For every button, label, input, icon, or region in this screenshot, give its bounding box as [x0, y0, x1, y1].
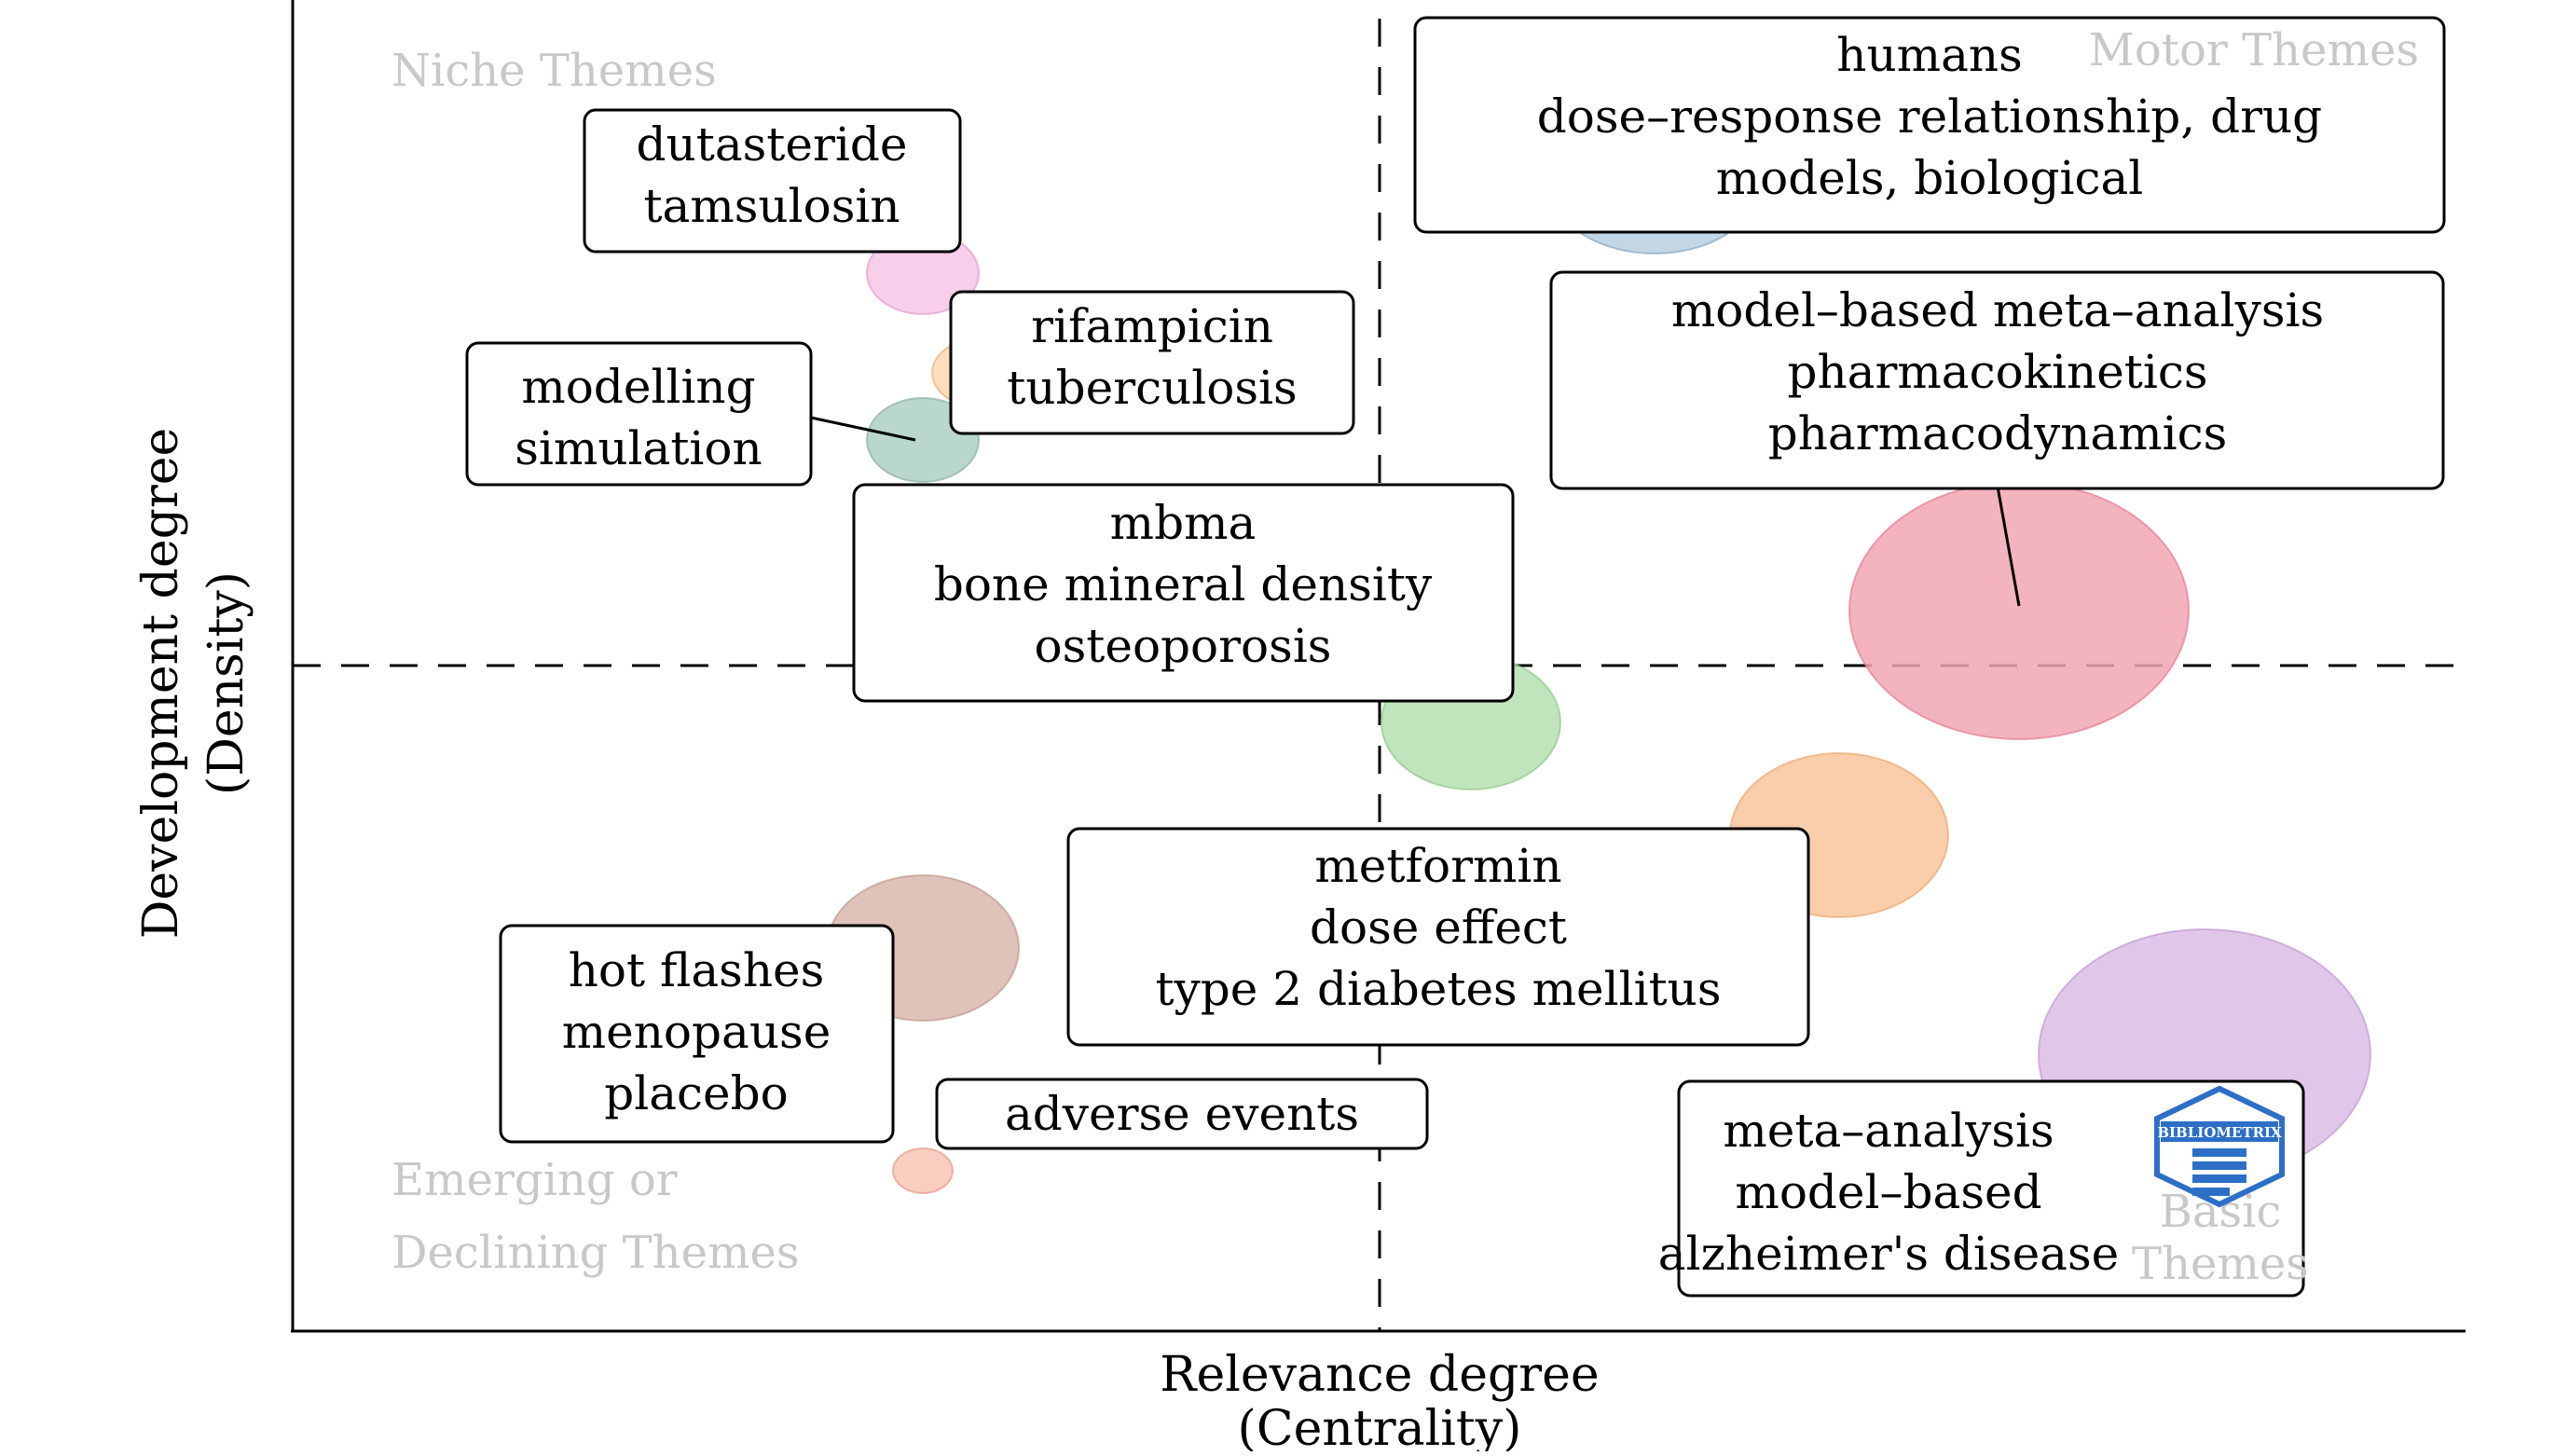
y-axis-title-line1: Development degree	[133, 428, 189, 940]
label-meta-analysis-line1: meta–analysis	[1723, 1104, 2054, 1158]
label-mbma-line3: osteoporosis	[1035, 619, 1332, 673]
label-metformin-line3: type 2 diabetes mellitus	[1155, 962, 1721, 1016]
logo-text: BIBLIOMETRIX	[2157, 1124, 2282, 1141]
quadrant-label-emerging-line1: Emerging or	[392, 1154, 678, 1206]
label-mbma-line2: bone mineral density	[934, 557, 1433, 611]
label-box-metformin: metformin dose effect type 2 diabetes me…	[1066, 827, 1810, 1047]
quadrant-label-niche: Niche Themes	[392, 45, 717, 97]
y-axis-title-line2: (Density)	[199, 571, 254, 795]
bubble-adverse-events	[892, 1147, 954, 1194]
label-box-adverse-events: adverse events	[935, 1078, 1429, 1150]
label-box-mbma: mbma bone mineral density osteoporosis	[852, 483, 1515, 703]
label-rifampicin-line1: rifampicin	[1031, 299, 1273, 353]
label-metformin-line1: metformin	[1314, 839, 1561, 893]
label-box-meta-analysis: meta–analysis model–based alzheimer's di…	[1658, 1079, 2305, 1298]
label-box-dutasteride: dutasteride tamsulosin	[583, 108, 962, 254]
label-modelling-line1: modelling	[521, 360, 755, 414]
label-box-modelling: modelling simulation	[465, 341, 813, 487]
label-hot-flashes-line3: placebo	[604, 1066, 789, 1120]
quadrant-label-basic-line2: Themes	[2132, 1238, 2309, 1290]
label-dutasteride-line2: tamsulosin	[643, 179, 900, 233]
x-axis-title-line1: Relevance degree	[1160, 1347, 1599, 1403]
label-metformin-line2: dose effect	[1310, 900, 1567, 955]
label-meta-analysis-line2: model–based	[1735, 1165, 2041, 1219]
x-axis-title-line2: (Centrality)	[1238, 1401, 1522, 1451]
label-humans-line1: humans	[1836, 28, 2023, 82]
label-modelling-line2: simulation	[515, 421, 762, 475]
label-hot-flashes-line1: hot flashes	[569, 943, 825, 997]
quadrant-label-motor-overlay: Motor Themes	[2089, 24, 2419, 76]
label-mbma-full-line2: pharmacokinetics	[1787, 345, 2207, 399]
label-adverse-events: adverse events	[1005, 1087, 1359, 1141]
label-box-rifampicin: rifampicin tuberculosis	[949, 290, 1355, 435]
label-mbma-full-line1: model–based meta–analysis	[1671, 283, 2324, 337]
bibliometrix-logo: BIBLIOMETRIX	[2154, 1085, 2285, 1208]
label-humans-line3: models, biological	[1716, 151, 2144, 205]
bubble-model-based-meta-analysis	[1848, 481, 2190, 740]
label-meta-analysis-line3: alzheimer's disease	[1658, 1227, 2119, 1281]
connector-modelling	[810, 416, 916, 442]
quadrant-label-emerging-line2: Declining Themes	[392, 1227, 800, 1279]
label-dutasteride-line1: dutasteride	[637, 117, 908, 172]
label-box-hot-flashes: hot flashes menopause placebo	[499, 924, 895, 1144]
connector-model-based-meta-analysis	[1996, 486, 2021, 607]
label-hot-flashes-line2: menopause	[562, 1005, 831, 1059]
label-humans-line2: dose–response relationship, drug	[1537, 89, 2322, 144]
label-mbma-line1: mbma	[1110, 496, 1257, 550]
label-rifampicin-line2: tuberculosis	[1007, 361, 1297, 415]
label-mbma-full-line3: pharmacodynamics	[1768, 406, 2228, 460]
label-box-model-based-meta-analysis: model–based meta–analysis pharmacokineti…	[1549, 270, 2445, 490]
label-box-humans: humans dose–response relationship, drug …	[1413, 16, 2446, 234]
